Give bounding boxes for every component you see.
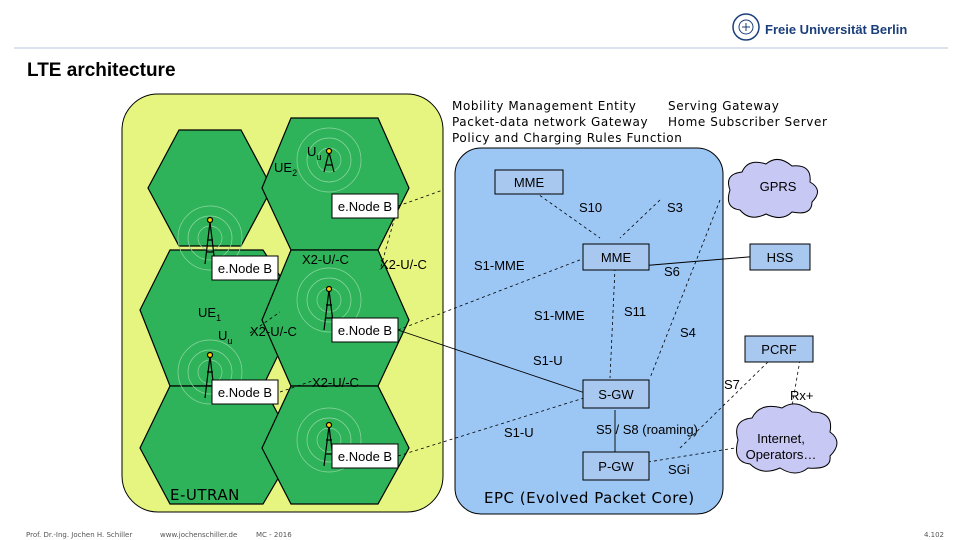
x2-label-b: X2-U/-C [380,257,427,272]
cell-top-right [261,117,410,251]
mme-top-box [494,169,564,195]
enodeb-bottom-box [331,443,399,469]
s1mme-label-b: S1-MME [534,308,585,323]
hss-box [749,243,811,271]
s1u-label-b: S1-U [504,425,534,440]
sgw-label: S-GW [598,387,634,402]
hss-label: HSS [767,250,794,265]
internet-cloud [736,403,838,474]
footer-author: Prof. Dr.-Ing. Jochen H. Schiller [26,531,133,539]
rx-label: Rx+ [790,388,813,403]
s11-label: S11 [624,304,646,319]
link-mme-hss [639,255,761,267]
footer-website: www.jochenschiller.de [160,531,238,539]
uu-top-label: Uu [307,144,321,162]
pgw-box [582,451,650,481]
enodeb-bottom-label: e.Node B [338,449,392,464]
enodeb-top-label: e.Node B [338,199,392,214]
link-gprs-sgw [649,199,721,379]
gprs-cloud [727,159,818,218]
epc-region [454,147,724,515]
mme-top-label: MME [514,175,545,190]
enodeb-mid-box [331,317,399,343]
s7-label: S7 [724,377,740,392]
ue1-label: UE1 [198,305,221,323]
enodeb-lower-left-label: e.Node B [218,385,272,400]
legend-pcrf: Policy and Charging Rules Function [452,131,682,145]
s10-label: S10 [579,200,602,215]
link-enb-mid-sgw [397,329,586,394]
legend-pgw: Packet-data network Gateway [452,115,648,129]
link-mme-mme [534,191,601,239]
antenna-tower-icon [204,351,216,399]
link-pgw-pcrf [679,359,771,449]
legend-mme: Mobility Management Entity [452,99,636,113]
s6-label: S6 [664,264,680,279]
epc-label: EPC (Evolved Packet Core) [484,489,695,507]
legend-hss: Home Subscriber Server [668,115,828,129]
link-enb-bottom-sgw [397,392,601,457]
logo-text: Freie Universität Berlin [765,22,907,37]
uu-left-label: Uu [218,328,232,346]
university-seal-icon [732,13,760,41]
sgw-box [582,379,650,409]
footer-course: MC - 2016 [256,531,292,539]
enodeb-left-label: e.Node B [218,261,272,276]
mme-mid-box [582,243,650,271]
link-x2-low [279,379,316,393]
x2-label-d: X2-U/-C [312,375,359,390]
ue2-label: UE2 [274,160,297,178]
internet-label-2: Operators… [746,447,817,462]
s3-label: S3 [667,200,683,215]
link-x2-left [249,311,281,334]
radio-waves [177,127,362,473]
enodeb-mid-label: e.Node B [338,323,392,338]
link-x2-top [379,205,399,271]
legend-sgw: Serving Gateway [668,99,779,113]
university-logo: Freie Universität Berlin [732,13,907,41]
antenna-tower-icon [323,147,335,173]
slide-title: LTE architecture [27,60,176,81]
pcrf-box [744,335,814,363]
enodeb-lower-left-box [211,379,279,405]
s4-label: S4 [680,325,696,340]
link-enb-mid-mme [397,255,591,331]
link-pgw-internet [647,447,736,463]
gprs-label: GPRS [760,179,797,194]
antenna-tower-icon [204,216,216,265]
x2-label-c: X2-U/-C [250,324,297,339]
s1u-label-a: S1-U [533,353,563,368]
s1mme-label-a: S1-MME [474,258,525,273]
internet-label-1: Internet, [757,431,805,446]
x2-label-a: X2-U/-C [302,252,349,267]
mme-mid-label: MME [601,250,632,265]
link-mme-sgw [609,267,616,379]
enodeb-top-box [331,193,399,219]
link-enb-top-mme [397,189,444,207]
pcrf-label: PCRF [761,342,796,357]
s5s8-label: S5 / S8 (roaming) [596,422,698,437]
footer-page: 4.102 [923,531,944,539]
pgw-label: P-GW [598,459,634,474]
enodeb-left-box [211,255,279,281]
eutran-label: E-UTRAN [170,486,240,504]
sgi-label: SGi [668,462,690,477]
